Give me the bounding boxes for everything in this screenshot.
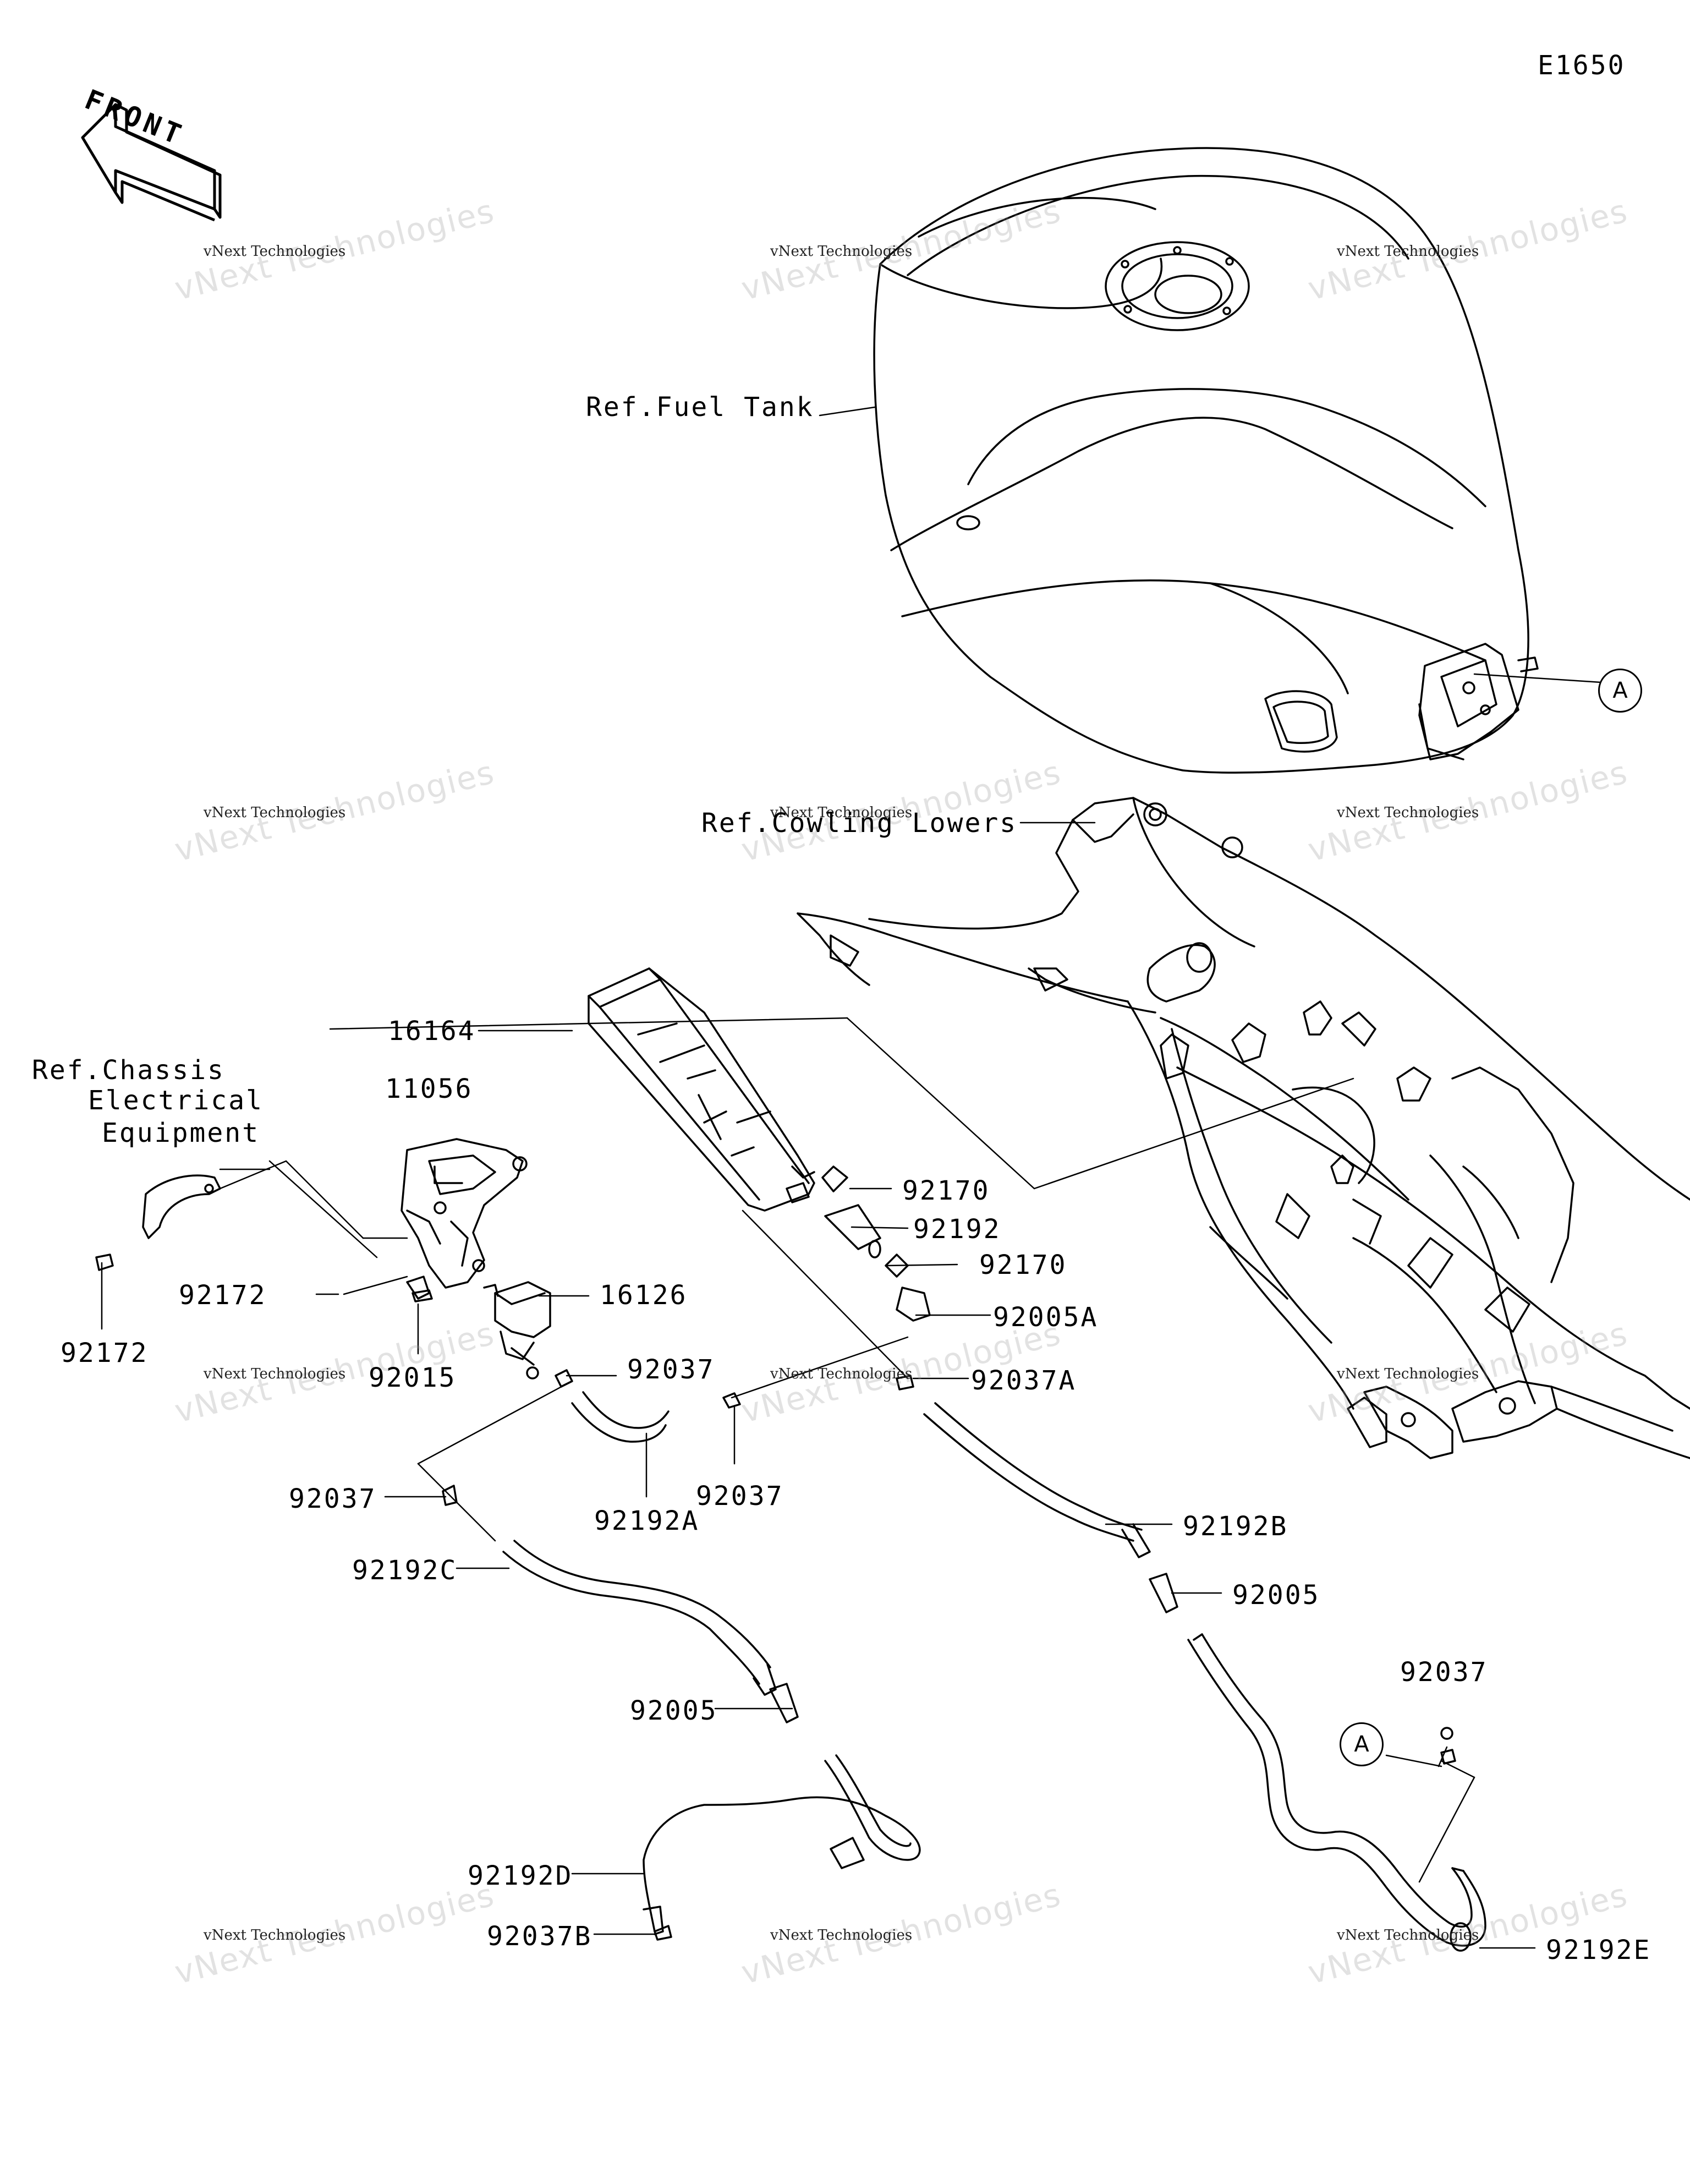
part-label: 92015 xyxy=(369,1362,457,1393)
connector-mark-bottom: A xyxy=(1340,1722,1384,1766)
part-label: 92172 xyxy=(61,1338,149,1369)
part-label: 11056 xyxy=(385,1074,473,1104)
ref-fuel-tank: Ref.Fuel Tank xyxy=(586,392,814,423)
connector-mark-top: A xyxy=(1598,669,1642,713)
part-label: 92192E xyxy=(1546,1935,1651,1966)
chassis-bracket xyxy=(95,1174,221,1271)
fuel-tank xyxy=(873,147,1539,774)
part-label: 92037 xyxy=(627,1354,715,1385)
leader-lines xyxy=(101,406,1602,1949)
valve-16126 xyxy=(406,1276,551,1380)
diagram-code: E1650 xyxy=(1538,50,1626,81)
fittings xyxy=(442,1165,931,1506)
part-label: 92192D xyxy=(468,1860,573,1891)
part-label: 92192A xyxy=(594,1506,700,1536)
ref-chassis-line3: Equipment xyxy=(102,1118,260,1148)
ref-cowling-lowers: Ref.Cowling Lowers xyxy=(701,808,1018,839)
part-label: 92037A xyxy=(971,1365,1077,1396)
part-label: 92005 xyxy=(1232,1580,1320,1611)
ref-chassis-line2: Electrical xyxy=(88,1085,264,1116)
part-label: 16164 xyxy=(388,1016,476,1047)
part-label: 16126 xyxy=(600,1280,688,1311)
part-label: 92037 xyxy=(1400,1657,1488,1688)
part-label: 92005A xyxy=(993,1302,1099,1333)
bracket-11056 xyxy=(400,1138,528,1289)
part-label: 92170 xyxy=(979,1250,1067,1280)
part-label: 92037 xyxy=(696,1481,784,1512)
canister-16164 xyxy=(588,967,815,1212)
ref-chassis-line1: Ref.Chassis xyxy=(32,1055,225,1086)
part-label: 92172 xyxy=(179,1280,267,1311)
part-label: 92005 xyxy=(630,1695,718,1726)
part-label: 92192C xyxy=(352,1555,458,1586)
part-label: 92037B xyxy=(487,1921,592,1952)
part-label: 92037 xyxy=(289,1484,377,1514)
cowling-lowers xyxy=(797,797,1690,1459)
part-label: 92192 xyxy=(913,1214,1001,1245)
part-label: 92192B xyxy=(1183,1511,1288,1542)
part-label: 92170 xyxy=(902,1175,990,1206)
